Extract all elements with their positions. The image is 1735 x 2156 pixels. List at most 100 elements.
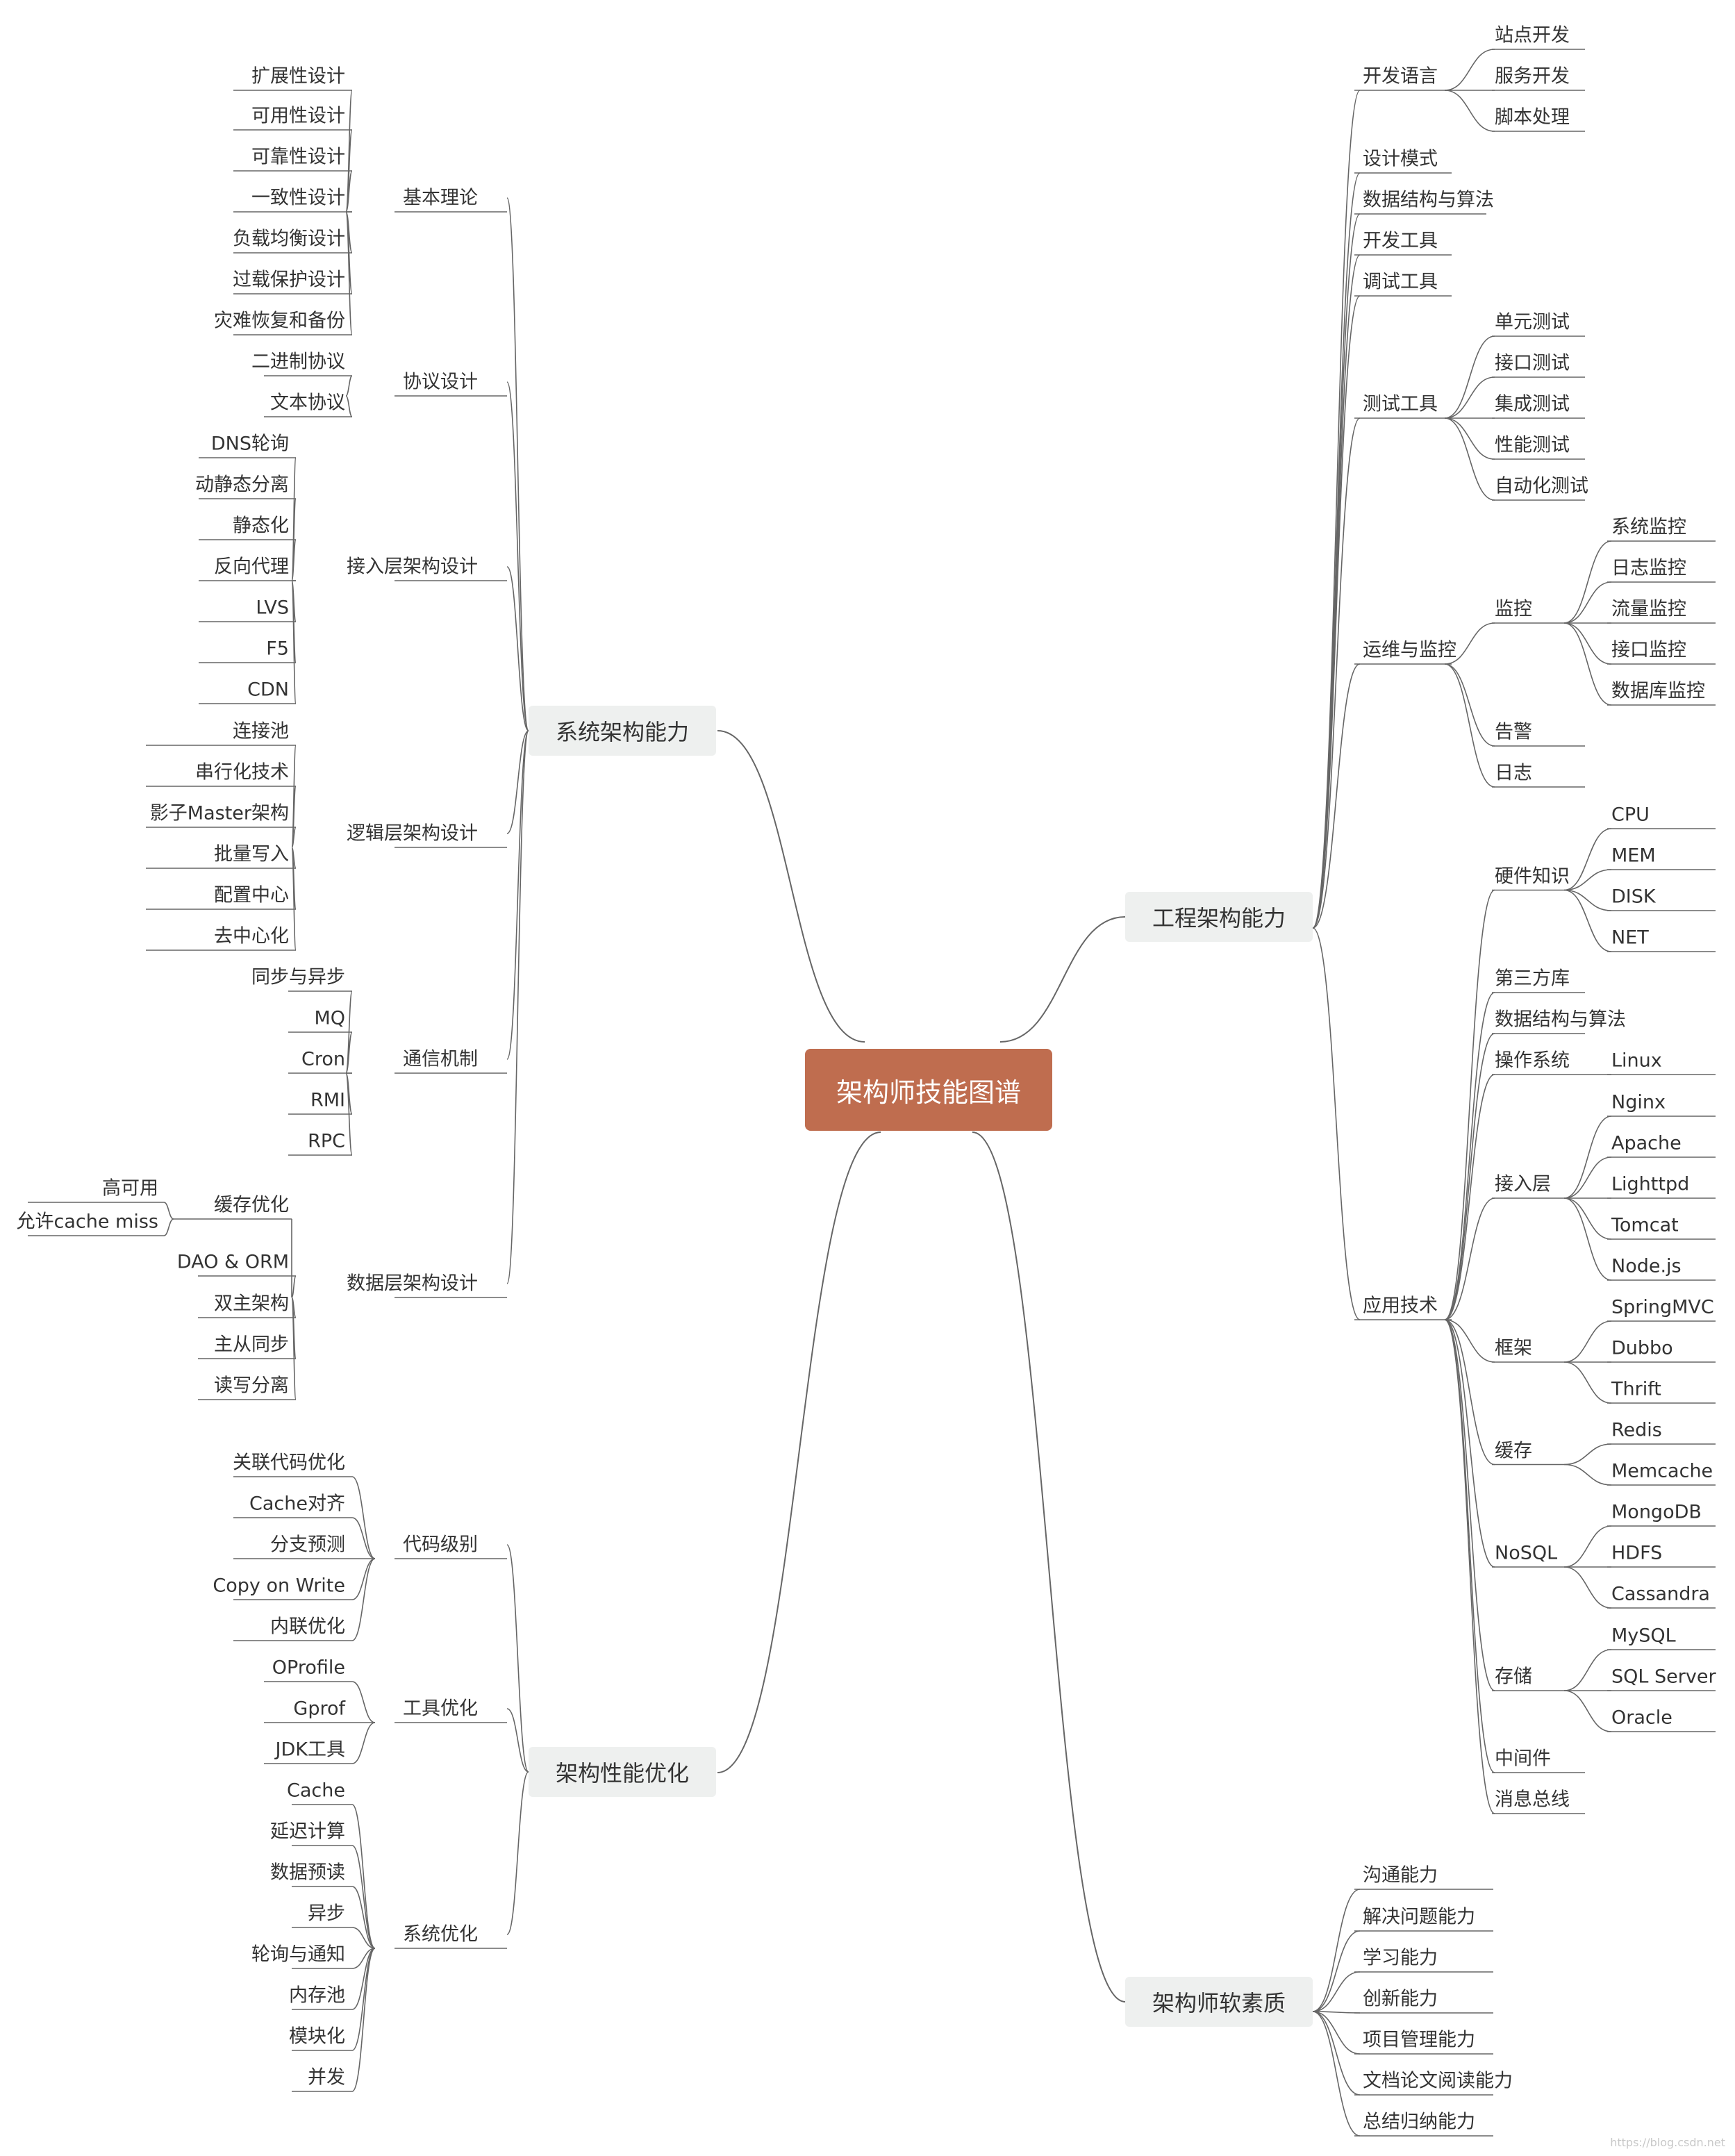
item-thrift[interactable]: Thrift (1611, 1378, 1661, 1400)
item-数据库监控[interactable]: 数据库监控 (1611, 680, 1705, 702)
item-服务开发[interactable]: 服务开发 (1495, 65, 1570, 88)
item-dns轮询[interactable]: DNS轮询 (210, 433, 289, 455)
group-工具优化[interactable]: 工具优化 (403, 1698, 478, 1720)
item-集成测试[interactable]: 集成测试 (1495, 393, 1570, 415)
item-memcache[interactable]: Memcache (1611, 1460, 1713, 1482)
item-springmvc[interactable]: SpringMVC (1611, 1296, 1714, 1318)
item-存储[interactable]: 存储 (1495, 1666, 1532, 1688)
item-读写分离[interactable]: 读写分离 (214, 1375, 289, 1397)
item-扩展性设计[interactable]: 扩展性设计 (251, 65, 345, 88)
branch-perf[interactable]: 架构性能优化 (529, 1747, 716, 1797)
item-lvs[interactable]: LVS (256, 597, 289, 619)
item-硬件知识[interactable]: 硬件知识 (1495, 865, 1570, 887)
item-允许cache-miss[interactable]: 允许cache miss (16, 1211, 158, 1233)
item-数据结构与算法[interactable]: 数据结构与算法 (1495, 1009, 1626, 1031)
item-中间件[interactable]: 中间件 (1495, 1748, 1551, 1770)
group-学习能力[interactable]: 学习能力 (1363, 1947, 1438, 1969)
item-cache对齐[interactable]: Cache对齐 (249, 1493, 345, 1515)
item-配置中心[interactable]: 配置中心 (214, 884, 289, 906)
item-缓存优化[interactable]: 缓存优化 (214, 1194, 289, 1216)
branch-soft[interactable]: 架构师软素质 (1125, 1977, 1313, 2027)
item-f5[interactable]: F5 (266, 638, 289, 660)
group-文档论文阅读能力[interactable]: 文档论文阅读能力 (1363, 2070, 1513, 2092)
item-mysql[interactable]: MySQL (1611, 1625, 1676, 1647)
item-脚本处理[interactable]: 脚本处理 (1495, 106, 1570, 128)
item-消息总线[interactable]: 消息总线 (1495, 1789, 1570, 1811)
item-cdn[interactable]: CDN (247, 679, 289, 701)
item-单元测试[interactable]: 单元测试 (1495, 311, 1570, 333)
item-redis[interactable]: Redis (1611, 1419, 1662, 1441)
group-解决问题能力[interactable]: 解决问题能力 (1363, 1906, 1475, 1928)
item-lighttpd[interactable]: Lighttpd (1611, 1173, 1690, 1195)
item-sql-server[interactable]: SQL Server (1611, 1666, 1716, 1688)
item-cron[interactable]: Cron (301, 1048, 345, 1070)
item-oracle[interactable]: Oracle (1611, 1707, 1672, 1729)
item-net[interactable]: NET (1611, 927, 1649, 949)
item-第三方库[interactable]: 第三方库 (1495, 968, 1570, 990)
item-copy-on-write[interactable]: Copy on Write (213, 1575, 345, 1597)
item-告警[interactable]: 告警 (1495, 721, 1532, 743)
item-接口测试[interactable]: 接口测试 (1495, 352, 1570, 374)
item-关联代码优化[interactable]: 关联代码优化 (233, 1452, 345, 1474)
item-mem[interactable]: MEM (1611, 845, 1656, 867)
item-apache[interactable]: Apache (1611, 1132, 1682, 1154)
group-调试工具[interactable]: 调试工具 (1363, 271, 1438, 293)
item-内存池[interactable]: 内存池 (289, 1984, 345, 2007)
item-disk[interactable]: DISK (1611, 886, 1656, 908)
item-静态化[interactable]: 静态化 (233, 515, 289, 537)
item-系统监控[interactable]: 系统监控 (1611, 516, 1686, 538)
item-nginx[interactable]: Nginx (1611, 1091, 1666, 1113)
item-主从同步[interactable]: 主从同步 (214, 1334, 289, 1356)
item-站点开发[interactable]: 站点开发 (1495, 24, 1570, 47)
item-oprofile[interactable]: OProfile (272, 1657, 345, 1679)
group-通信机制[interactable]: 通信机制 (403, 1048, 478, 1070)
group-逻辑层架构设计[interactable]: 逻辑层架构设计 (347, 822, 478, 845)
item-异步[interactable]: 异步 (308, 1902, 345, 1925)
group-测试工具[interactable]: 测试工具 (1363, 393, 1438, 415)
item-连接池[interactable]: 连接池 (233, 720, 289, 743)
branch-sys[interactable]: 系统架构能力 (529, 706, 716, 756)
item-nosql[interactable]: NoSQL (1495, 1542, 1558, 1564)
item-串行化技术[interactable]: 串行化技术 (195, 761, 289, 783)
group-项目管理能力[interactable]: 项目管理能力 (1363, 2029, 1475, 2051)
item-mongodb[interactable]: MongoDB (1611, 1501, 1702, 1523)
item-批量写入[interactable]: 批量写入 (214, 843, 289, 865)
item-模块化[interactable]: 模块化 (289, 2025, 345, 2048)
group-设计模式[interactable]: 设计模式 (1363, 148, 1438, 170)
item-框架[interactable]: 框架 (1495, 1337, 1532, 1359)
item-tomcat[interactable]: Tomcat (1611, 1214, 1679, 1236)
group-开发语言[interactable]: 开发语言 (1363, 65, 1438, 88)
item-dubbo[interactable]: Dubbo (1611, 1337, 1673, 1359)
item-cache[interactable]: Cache (287, 1780, 345, 1802)
item-轮询与通知[interactable]: 轮询与通知 (251, 1943, 345, 1966)
item-数据预读[interactable]: 数据预读 (270, 1861, 345, 1884)
root-node[interactable]: 架构师技能图谱 (805, 1049, 1052, 1131)
item-分支预测[interactable]: 分支预测 (270, 1534, 345, 1556)
item-去中心化[interactable]: 去中心化 (214, 925, 289, 947)
item-流量监控[interactable]: 流量监控 (1611, 598, 1686, 620)
item-接口监控[interactable]: 接口监控 (1611, 639, 1686, 661)
item-一致性设计[interactable]: 一致性设计 (251, 187, 345, 209)
item-node-js[interactable]: Node.js (1611, 1255, 1682, 1277)
item-动静态分离[interactable]: 动静态分离 (195, 474, 289, 496)
item-自动化测试[interactable]: 自动化测试 (1495, 475, 1588, 497)
item-二进制协议[interactable]: 二进制协议 (251, 351, 345, 373)
item-cassandra[interactable]: Cassandra (1611, 1583, 1710, 1605)
item-linux[interactable]: Linux (1611, 1050, 1662, 1072)
item-操作系统[interactable]: 操作系统 (1495, 1050, 1570, 1072)
item-高可用[interactable]: 高可用 (102, 1177, 158, 1200)
item-dao-orm[interactable]: DAO & ORM (176, 1251, 289, 1273)
item-双主架构[interactable]: 双主架构 (214, 1293, 289, 1315)
item-gprof[interactable]: Gprof (293, 1698, 345, 1720)
group-运维与监控[interactable]: 运维与监控 (1363, 639, 1456, 661)
item-内联优化[interactable]: 内联优化 (270, 1616, 345, 1638)
group-数据层架构设计[interactable]: 数据层架构设计 (347, 1272, 478, 1295)
item-接入层[interactable]: 接入层 (1495, 1173, 1551, 1195)
item-并发[interactable]: 并发 (308, 2066, 345, 2089)
group-沟通能力[interactable]: 沟通能力 (1363, 1864, 1438, 1886)
group-应用技术[interactable]: 应用技术 (1363, 1295, 1438, 1317)
item-可靠性设计[interactable]: 可靠性设计 (251, 146, 345, 168)
item-同步与异步[interactable]: 同步与异步 (251, 966, 345, 988)
group-基本理论[interactable]: 基本理论 (403, 187, 478, 209)
item-灾难恢复和备份[interactable]: 灾难恢复和备份 (214, 310, 345, 332)
